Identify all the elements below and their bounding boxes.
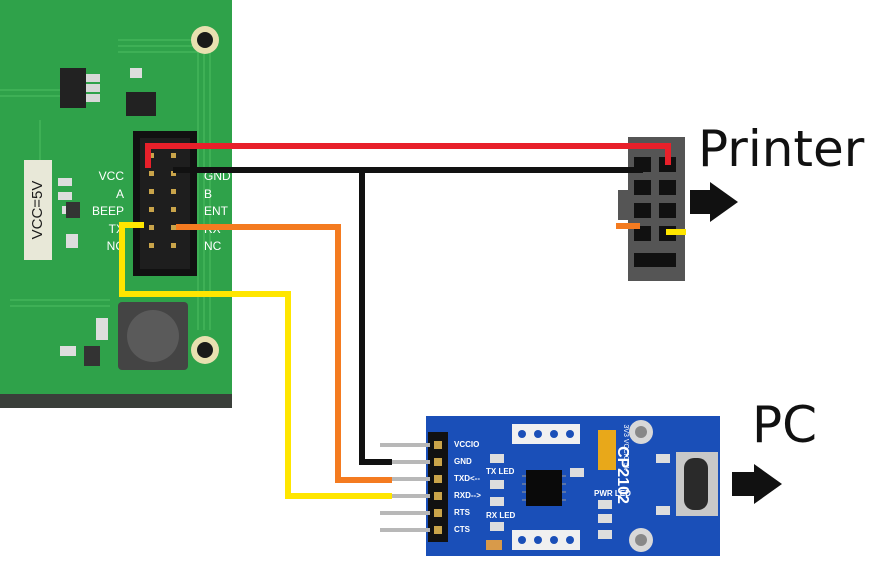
voltage-jumper bbox=[598, 430, 616, 470]
module-pin-vccio: VCCIO bbox=[454, 440, 479, 449]
rx-led-label: RX LED bbox=[486, 511, 516, 520]
module-pin-txd: TXD<-- bbox=[454, 474, 480, 483]
controller-board: VCC=5V VCC A BEEP TX NC GND B ENT RX bbox=[0, 0, 232, 408]
smd-component bbox=[126, 92, 156, 116]
printer-label: Printer bbox=[698, 120, 865, 178]
pc-label: PC bbox=[752, 396, 818, 454]
vcc-label-box bbox=[24, 160, 52, 260]
module-pin-rxd: RXD--> bbox=[454, 491, 481, 500]
regulator-chip bbox=[60, 68, 86, 108]
cp2102-chip bbox=[526, 470, 562, 506]
wire-yellow-tx bbox=[119, 222, 392, 499]
pin-label-b: B bbox=[204, 187, 212, 201]
printer-arrow-icon bbox=[690, 182, 738, 222]
module-pin-cts: CTS bbox=[454, 525, 471, 534]
arrows bbox=[690, 182, 782, 504]
pc-arrow-icon bbox=[732, 464, 782, 504]
wire-black-gnd-module bbox=[359, 170, 392, 465]
printer-connector bbox=[618, 137, 685, 281]
tx-led-label: TX LED bbox=[486, 467, 515, 476]
jumper-label: 3V3 VCCIO 5V bbox=[622, 424, 629, 471]
wire-black-gnd bbox=[173, 165, 643, 173]
chip-name-label: CP2102 bbox=[614, 446, 631, 504]
wire-orange-rx bbox=[176, 224, 392, 483]
board-edge bbox=[0, 394, 232, 408]
module-pin-rts: RTS bbox=[454, 508, 471, 517]
pin-label-beep: BEEP bbox=[92, 204, 124, 218]
wire-red-vcc bbox=[145, 143, 671, 168]
wires bbox=[119, 143, 686, 499]
module-pin-gnd: GND bbox=[454, 457, 472, 466]
pin-label-ent: ENT bbox=[204, 204, 229, 218]
pin-label-nc-right: NC bbox=[204, 239, 222, 253]
pin-label-a: A bbox=[116, 187, 124, 201]
header-pins bbox=[149, 153, 176, 248]
cp2102-module: VCCIO GND TXD<-- RXD--> RTS CTS TX LED R… bbox=[380, 416, 720, 556]
module-pin-header bbox=[428, 432, 448, 542]
pin-label-vcc: VCC bbox=[99, 169, 125, 183]
vcc-label: VCC=5V bbox=[29, 181, 46, 240]
pwr-led-label: PWR LED bbox=[594, 489, 631, 498]
